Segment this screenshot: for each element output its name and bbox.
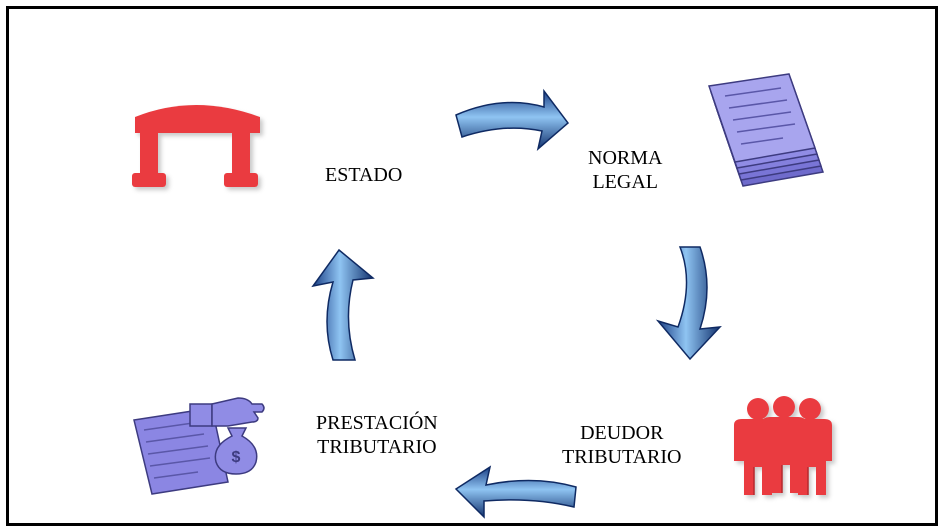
node-label-prestacion-tributario: PRESTACIÓN TRIBUTARIO xyxy=(316,411,438,459)
norma-line-1: NORMA xyxy=(588,147,663,169)
deudor-line-1: DEUDOR xyxy=(580,422,664,444)
document-stack-icon xyxy=(707,73,825,187)
prestacion-line-2: TRIBUTARIO xyxy=(317,436,437,458)
norma-line-2: LEGAL xyxy=(592,171,658,193)
arrow-down-icon xyxy=(655,246,722,361)
arrow-left-icon xyxy=(454,465,577,519)
people-group-icon xyxy=(734,396,832,495)
svg-text:$: $ xyxy=(232,449,241,466)
node-label-estado: ESTADO xyxy=(325,164,403,186)
pillar-gate-icon xyxy=(132,105,260,187)
arrow-right-icon xyxy=(455,88,570,152)
arrow-up-icon xyxy=(311,248,375,361)
prestacion-line-1: PRESTACIÓN xyxy=(316,412,438,434)
node-label-deudor-tributario: DEUDOR TRIBUTARIO xyxy=(562,421,682,469)
deudor-line-2: TRIBUTARIO xyxy=(562,446,682,468)
node-label-norma-legal: NORMA LEGAL xyxy=(588,146,662,194)
payment-document-icon: $ xyxy=(133,397,265,495)
